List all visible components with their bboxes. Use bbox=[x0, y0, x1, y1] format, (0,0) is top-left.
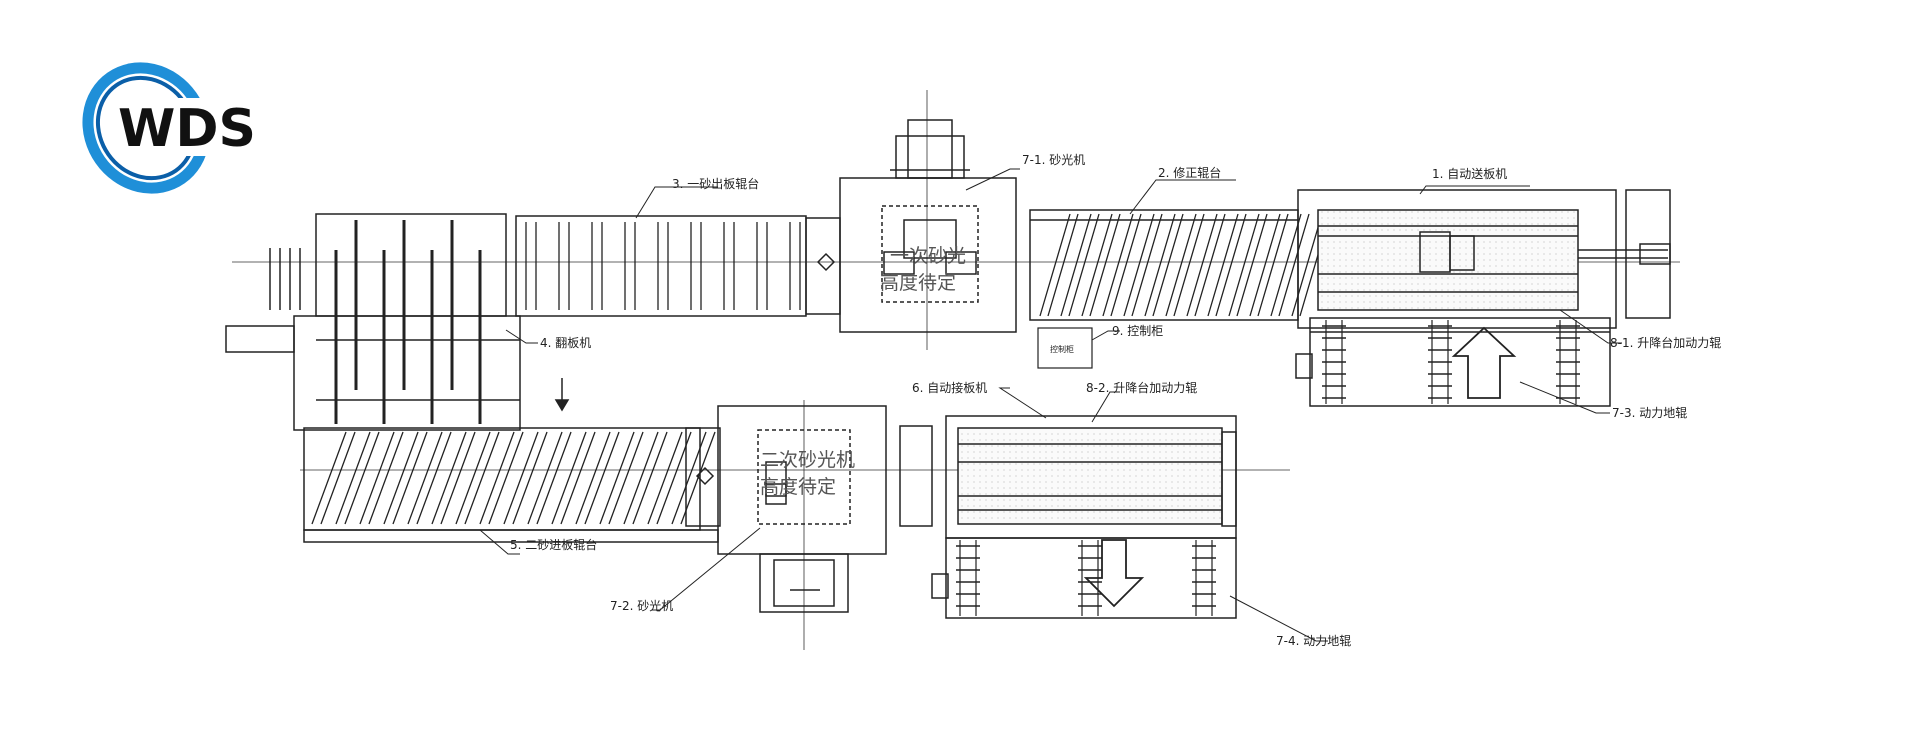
roller bbox=[1089, 213, 1121, 317]
roller bbox=[416, 431, 452, 525]
flip-arrow bbox=[554, 378, 570, 412]
roller bbox=[1215, 213, 1247, 317]
roller bbox=[440, 431, 476, 525]
roller bbox=[575, 431, 611, 525]
roller bbox=[1278, 213, 1310, 317]
roller bbox=[656, 431, 692, 525]
roller bbox=[1236, 213, 1268, 317]
machine1-line1: 一次砂光 bbox=[890, 245, 966, 267]
roller-table-5 bbox=[303, 427, 721, 543]
roller bbox=[536, 431, 572, 525]
roller bbox=[1144, 213, 1176, 317]
roller bbox=[608, 431, 644, 525]
roller bbox=[368, 431, 404, 525]
ground-rollers-7-4 bbox=[956, 540, 1216, 616]
roller bbox=[1131, 213, 1163, 317]
roller bbox=[1186, 213, 1218, 317]
auto-receiver bbox=[899, 415, 1237, 619]
machine2-line1: 二次砂光机 bbox=[760, 449, 855, 471]
roller bbox=[1152, 213, 1184, 317]
rollers-5 bbox=[311, 431, 716, 525]
leader-lines bbox=[479, 168, 1622, 642]
roller bbox=[392, 431, 428, 525]
roller bbox=[1081, 213, 1113, 317]
roller-table-3 bbox=[515, 215, 841, 317]
roller bbox=[335, 431, 371, 525]
logo-text: WDS bbox=[118, 99, 256, 159]
roller bbox=[1249, 213, 1281, 317]
roller bbox=[584, 431, 620, 525]
roller bbox=[1047, 213, 1079, 317]
roller bbox=[344, 431, 380, 525]
label-8-1: 8-1. 升降台加动力辊 bbox=[1610, 335, 1721, 350]
machine1-line2: 高度待定 bbox=[880, 272, 956, 294]
flip-machine-arms bbox=[334, 220, 482, 424]
label-2: 2. 修正辊台 bbox=[1158, 165, 1221, 180]
auto-feeder bbox=[1295, 189, 1671, 407]
wds-logo: WDS bbox=[82, 62, 286, 194]
roller bbox=[671, 431, 707, 525]
sander-7-1 bbox=[839, 119, 1017, 333]
roller bbox=[1102, 213, 1134, 317]
roller bbox=[1228, 213, 1260, 317]
roller bbox=[647, 431, 683, 525]
label-9: 9. 控制柜 bbox=[1112, 324, 1163, 338]
roller bbox=[464, 431, 500, 525]
roller bbox=[680, 431, 716, 525]
roller bbox=[1060, 213, 1092, 317]
label-1: 1. 自动送板机 bbox=[1432, 166, 1507, 181]
roller bbox=[1257, 213, 1289, 317]
label-7-2: 7-2. 砂光机 bbox=[610, 599, 673, 613]
roller bbox=[488, 431, 524, 525]
roller bbox=[407, 431, 443, 525]
roller bbox=[632, 431, 668, 525]
label-5: 5. 二砂进板辊台 bbox=[510, 537, 597, 552]
roller bbox=[320, 431, 356, 525]
label-3: 3. 一砂出板辊台 bbox=[672, 176, 759, 191]
roller bbox=[623, 431, 659, 525]
roller bbox=[560, 431, 596, 525]
label-8-2: 8-2. 升降台加动力辊 bbox=[1086, 380, 1197, 395]
cabinet-text: 控制柜 bbox=[1050, 344, 1074, 354]
rollers-2 bbox=[1039, 213, 1331, 317]
roller bbox=[1165, 213, 1197, 317]
roller bbox=[503, 431, 539, 525]
roller bbox=[1173, 213, 1205, 317]
logo-ring bbox=[82, 62, 210, 194]
ground-rollers-7-3 bbox=[1322, 320, 1580, 404]
label-7-4: 7-4. 动力地辊 bbox=[1276, 634, 1351, 648]
sander-7-2 bbox=[717, 405, 887, 613]
roller bbox=[1039, 213, 1071, 317]
label-7-3: 7-3. 动力地辊 bbox=[1612, 406, 1687, 420]
roller bbox=[1270, 213, 1302, 317]
label-6: 6. 自动接板机 bbox=[912, 380, 987, 395]
roller bbox=[1207, 213, 1239, 317]
roller bbox=[1110, 213, 1142, 317]
machine2-line2: 高度待定 bbox=[760, 476, 836, 498]
roller bbox=[479, 431, 515, 525]
roller bbox=[599, 431, 635, 525]
roller bbox=[431, 431, 467, 525]
label-4: 4. 翻板机 bbox=[540, 336, 591, 350]
roller bbox=[383, 431, 419, 525]
flip-machine bbox=[225, 213, 521, 431]
roller bbox=[1291, 213, 1323, 317]
roller bbox=[551, 431, 587, 525]
roller bbox=[311, 431, 347, 525]
correction-table-2 bbox=[1029, 209, 1299, 321]
label-7-1: 7-1. 砂光机 bbox=[1022, 153, 1085, 167]
roller bbox=[527, 431, 563, 525]
roller bbox=[455, 431, 491, 525]
roller bbox=[1068, 213, 1100, 317]
roller bbox=[1194, 213, 1226, 317]
roller bbox=[512, 431, 548, 525]
roller bbox=[1123, 213, 1155, 317]
control-cabinet: 控制柜 bbox=[1037, 327, 1093, 369]
roller bbox=[359, 431, 395, 525]
rollers-3 bbox=[525, 222, 801, 310]
